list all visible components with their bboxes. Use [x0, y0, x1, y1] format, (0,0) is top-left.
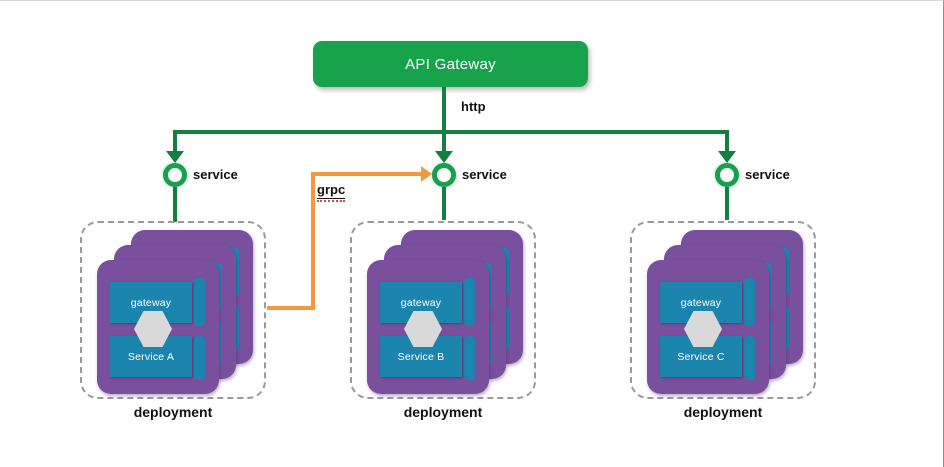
pod-card-front: gateway Service C — [647, 260, 769, 394]
edge-label-http: http — [461, 99, 486, 114]
deployment-box-a: gateway Service A — [80, 221, 266, 399]
edge-grpc-horizontal-start — [267, 306, 315, 310]
edge-grpc-vertical — [311, 172, 315, 310]
edge-left-down — [173, 130, 177, 151]
pod-card-front: gateway Service B — [367, 260, 489, 394]
edge-right-down — [725, 130, 729, 151]
service-node-right — [715, 163, 739, 187]
service-label-right: service — [745, 167, 790, 182]
arrow-down-icon — [166, 151, 184, 163]
service-node-left — [163, 163, 187, 187]
edge-api-down — [442, 87, 446, 134]
container-bar-icon — [744, 278, 755, 326]
edge-grpc-horizontal-end — [311, 172, 423, 176]
container-bar-icon — [194, 278, 205, 326]
service-label-middle: service — [462, 167, 507, 182]
container-bar-icon — [194, 336, 205, 380]
grpc-spellcheck-underline: grpc — [317, 182, 346, 202]
edge-middle-to-deployment — [442, 187, 446, 220]
arrow-down-icon — [718, 151, 736, 163]
deployment-box-b: gateway Service B — [350, 221, 536, 399]
container-bar-icon — [464, 336, 475, 380]
edge-middle-down — [442, 134, 446, 151]
service-label-left: service — [193, 167, 238, 182]
edge-horizontal-trunk — [173, 130, 729, 134]
api-gateway-label: API Gateway — [405, 55, 496, 73]
deployment-label-c: deployment — [683, 404, 763, 420]
arrow-down-icon — [435, 151, 453, 163]
edge-left-to-deployment — [173, 187, 177, 222]
deployment-box-c: gateway Service C — [630, 221, 816, 399]
edge-label-grpc: grpc — [317, 182, 346, 202]
service-node-middle — [432, 163, 456, 187]
container-bar-icon — [744, 336, 755, 380]
hexagon-icon — [404, 311, 442, 347]
deployment-label-b: deployment — [403, 404, 483, 420]
pod-card-front: gateway Service A — [97, 260, 219, 394]
container-bar-icon — [464, 278, 475, 326]
deployment-label-a: deployment — [133, 404, 213, 420]
edge-right-to-deployment — [725, 187, 729, 220]
arrow-right-icon — [421, 166, 432, 182]
api-gateway-node: API Gateway — [313, 41, 588, 87]
